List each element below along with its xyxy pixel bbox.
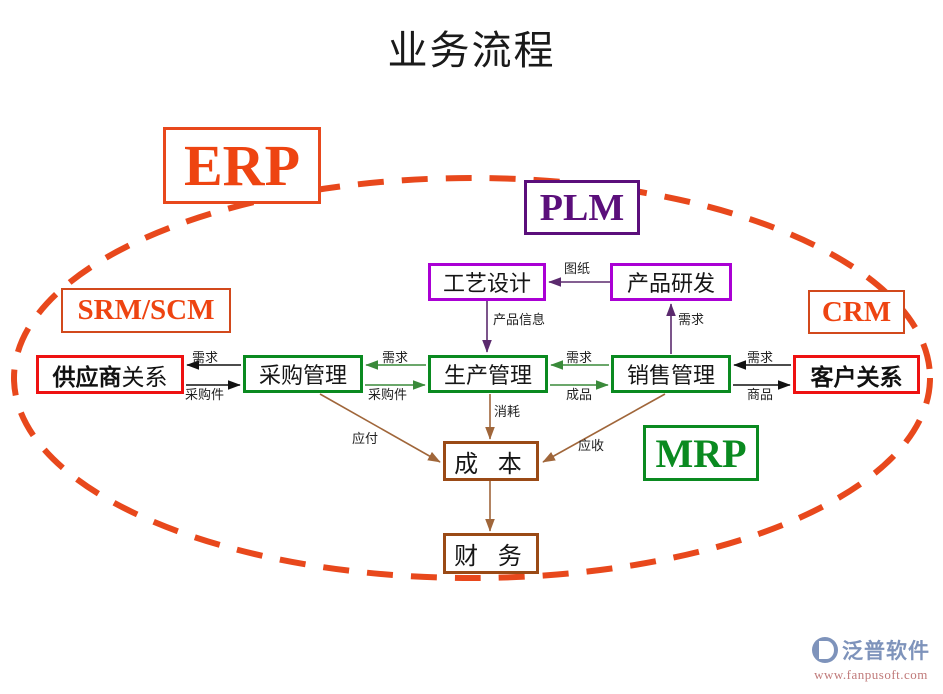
edge-label-purchased-part-purchase: 采购件	[368, 388, 408, 403]
edge-label-demand-purchase: 需求	[382, 351, 409, 366]
node-sales-management: 销售管理	[611, 355, 731, 393]
edge-payable	[319, 393, 441, 463]
page-title: 业务流程	[387, 28, 556, 74]
edge-label-drawing: 图纸	[564, 262, 591, 277]
edge-label-product-info: 产品信息	[493, 313, 546, 328]
edge-label-demand-customer: 需求	[747, 351, 774, 366]
node-customer-relations-label: 客户关系	[810, 363, 903, 391]
srm-scm-label-box: SRM/SCM	[61, 288, 231, 333]
node-cost: 成 本	[443, 441, 539, 481]
watermark: 泛普软件 www.fanpusoft.com	[806, 630, 936, 688]
edge-label-demand-rd: 需求	[678, 313, 705, 328]
node-supplier-relations-strong: 供应商	[52, 363, 122, 391]
mrp-label-box: MRP	[643, 425, 759, 481]
edge-label-demand-supplier: 需求	[192, 351, 219, 366]
erp-label-box: ERP	[163, 127, 321, 204]
watermark-row: 泛普软件	[812, 635, 930, 665]
node-product-rd: 产品研发	[610, 263, 732, 301]
edge-label-consumption: 消耗	[494, 405, 521, 420]
edge-receivable	[542, 393, 666, 463]
node-finance: 财 务	[443, 533, 539, 574]
erp-scope-ellipse	[11, 175, 933, 581]
node-production-management: 生产管理	[428, 355, 548, 393]
fanpu-logo-icon	[812, 637, 838, 663]
edge-label-finished-goods: 成品	[566, 388, 593, 403]
plm-label-box: PLM	[524, 180, 640, 235]
crm-label-box: CRM	[808, 290, 905, 334]
node-supplier-relations-rest: 关系	[121, 364, 168, 391]
edge-label-demand-production: 需求	[566, 351, 593, 366]
watermark-brand-name: 泛普软件	[842, 639, 930, 663]
node-customer-relations: 客户关系	[793, 355, 920, 394]
edge-label-merchandise: 商品	[747, 388, 774, 403]
edge-label-payable: 应付	[352, 432, 379, 447]
node-supplier-relations: 供应商关系	[36, 355, 184, 394]
node-process-design: 工艺设计	[428, 263, 546, 301]
node-purchase-management: 采购管理	[243, 355, 363, 393]
edge-label-purchased-part-supplier: 采购件	[185, 388, 225, 403]
watermark-url: www.fanpusoft.com	[814, 667, 928, 682]
edge-label-receivable: 应收	[578, 439, 605, 454]
